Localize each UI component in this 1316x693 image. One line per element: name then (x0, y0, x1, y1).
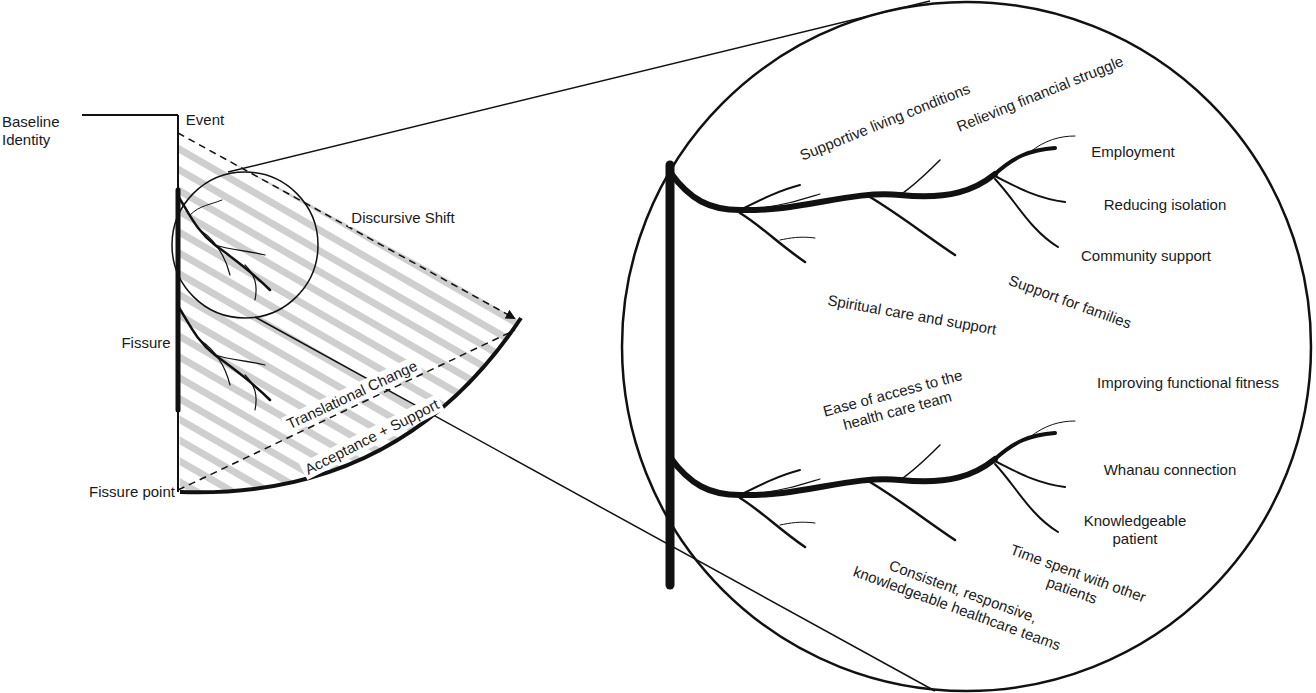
baseline-line (82, 114, 178, 116)
branch-label: Relieving financial struggle (954, 52, 1126, 136)
zoom-circle: Supportive living conditionsRelieving fi… (620, 0, 1313, 693)
branch-label: Spiritual care and support (826, 291, 997, 338)
diagram-label: Fissure point (89, 483, 175, 501)
circle-border (622, 2, 1311, 691)
zoom-line (255, 317, 935, 691)
branch-label: Supportive living conditions (797, 80, 972, 165)
dashed-arrow (178, 133, 514, 318)
acceptance-arc (180, 318, 521, 492)
branch-label: Ease of access to the health care team (811, 363, 980, 440)
branch-label: Employment (1091, 143, 1174, 161)
diagram-label: Fissure (121, 334, 170, 352)
branch-label: Community support (1081, 247, 1211, 265)
magnify-circle (172, 172, 318, 318)
hatched-wedge (178, 133, 521, 492)
diagram-label: Baseline Identity (2, 113, 82, 149)
small-tree (178, 190, 270, 410)
big-tree (670, 136, 1075, 585)
diagram-label: Discursive Shift (348, 209, 457, 227)
branch-label: Support for families (1006, 271, 1134, 332)
diagram-label: Event (186, 111, 224, 129)
branch-label: Improving functional fitness (1097, 374, 1279, 392)
vertical-axis (177, 115, 179, 492)
branch-label: Whanau connection (1104, 461, 1237, 479)
branch-label: Reducing isolation (1104, 196, 1227, 214)
branch-label: Knowledgeable patient (1073, 512, 1198, 548)
